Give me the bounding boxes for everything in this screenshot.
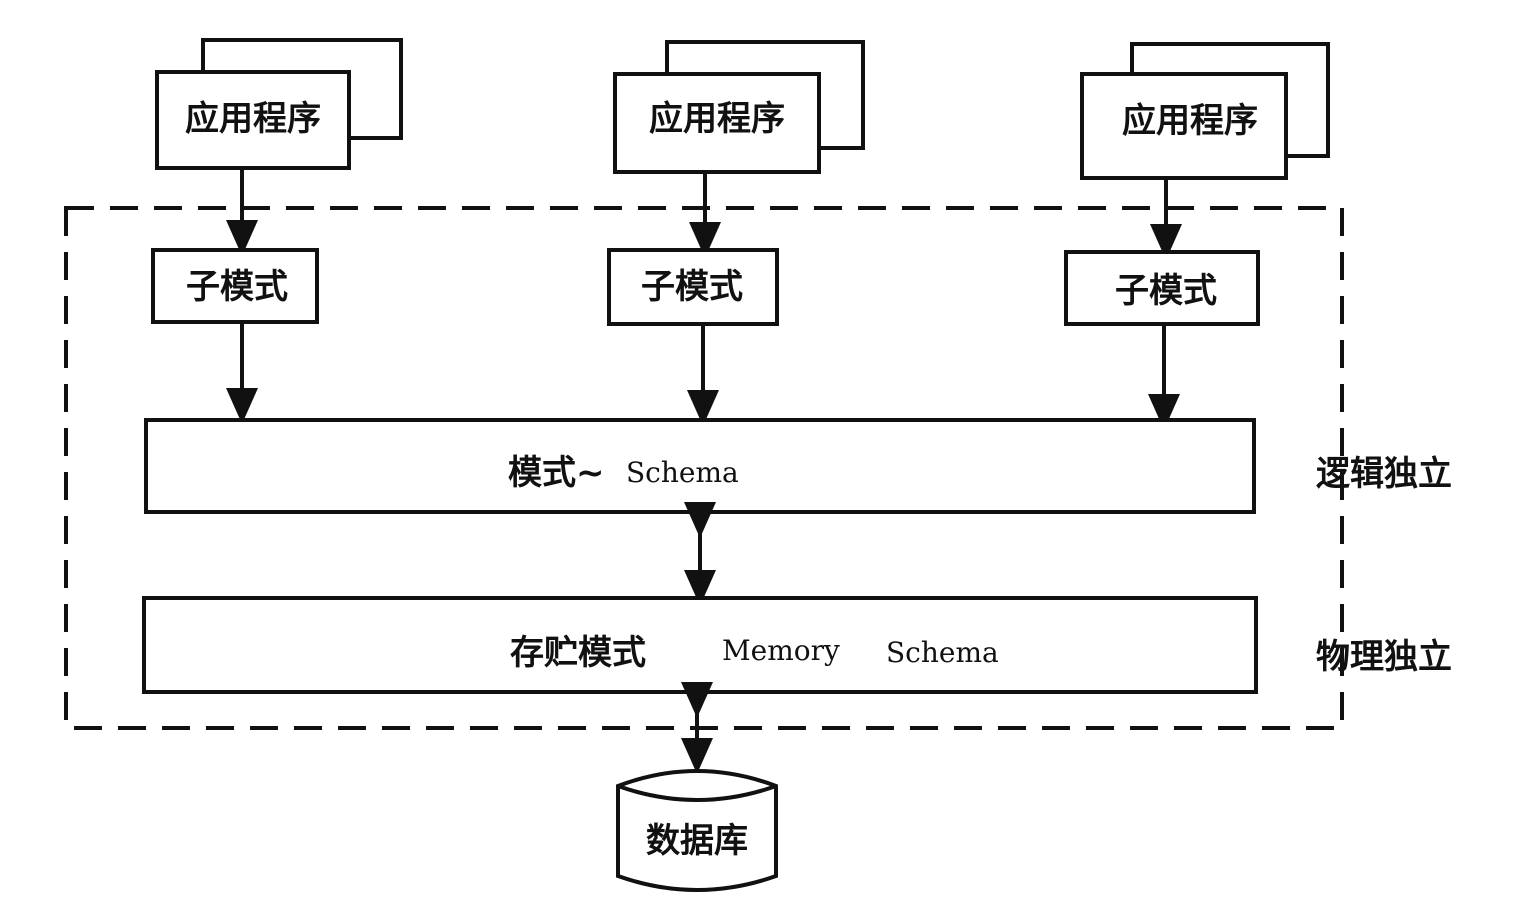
storage-schema-box xyxy=(142,596,1258,694)
subschema-label: 子模式 xyxy=(1115,271,1217,311)
schema-label-en: Schema xyxy=(626,456,739,489)
application-box xyxy=(1080,72,1288,180)
schema: 模式~ Schema xyxy=(144,418,1256,514)
subschema-box xyxy=(607,248,779,326)
application-box xyxy=(613,72,821,174)
subschema-2: 子模式 xyxy=(607,248,779,326)
database-label: 数据库 xyxy=(646,821,748,861)
database-cylinder-icon xyxy=(616,769,778,892)
schema-label-cn: 模式~ xyxy=(508,453,605,493)
storage-schema: 存贮模式 Memory Schema xyxy=(142,596,1258,694)
subschema-box xyxy=(151,248,319,324)
application-3: 应用程序 xyxy=(1080,42,1330,180)
logical-independence-label: 逻辑独立 xyxy=(1316,454,1452,494)
storage-schema-label-en-2: Schema xyxy=(886,636,999,669)
subschema-3: 子模式 xyxy=(1064,250,1260,326)
application-label: 应用程序 xyxy=(649,99,785,139)
subschema-1: 子模式 xyxy=(151,248,319,324)
application-label: 应用程序 xyxy=(185,99,321,139)
database-cylinder-top xyxy=(617,784,777,802)
schema-box xyxy=(144,418,1256,514)
application-1: 应用程序 xyxy=(155,38,403,170)
subschema-box xyxy=(1064,250,1260,326)
subschema-label: 子模式 xyxy=(186,267,288,307)
application-label: 应用程序 xyxy=(1122,101,1258,141)
database: 数据库 xyxy=(616,769,778,892)
physical-independence-label: 物理独立 xyxy=(1316,637,1452,677)
application-2: 应用程序 xyxy=(613,40,865,174)
subschema-label: 子模式 xyxy=(641,267,743,307)
storage-schema-label-en-1: Memory xyxy=(722,634,840,667)
application-box xyxy=(155,70,351,170)
storage-schema-label-cn: 存贮模式 xyxy=(510,633,646,673)
